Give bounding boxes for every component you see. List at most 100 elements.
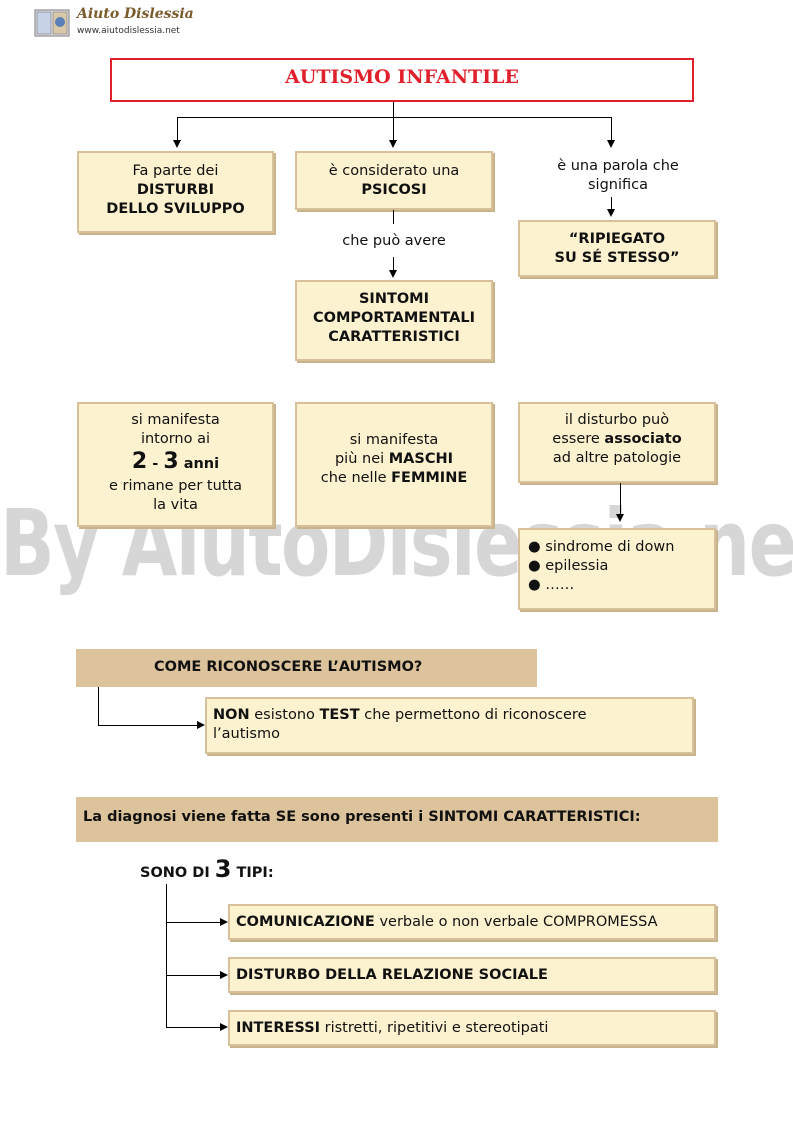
type3-text: ristretti, ripetitivi e stereotipati xyxy=(320,1020,549,1036)
box6-text: che nelle xyxy=(320,470,392,486)
connector xyxy=(393,102,394,142)
box1-line1: Fa parte dei xyxy=(132,163,219,179)
box2-line1: è considerato una xyxy=(328,163,460,179)
box5-num1: 2 xyxy=(131,449,148,474)
section2-header: La diagnosi viene fatta SE sono presenti… xyxy=(76,797,718,842)
box6-line1: si manifesta xyxy=(349,432,439,448)
box3-intro: è una parola che significa xyxy=(520,157,716,195)
type1-bold: COMUNICAZIONE xyxy=(236,914,375,930)
bullet-icon: ● xyxy=(528,539,541,555)
arrow-down-icon xyxy=(607,140,615,148)
box3-line2: SU SÉ STESSO” xyxy=(554,250,680,266)
logo-url: www.aiutodislessia.net xyxy=(77,26,180,36)
connector xyxy=(393,210,394,224)
page-title: AUTISMO INFANTILE xyxy=(285,66,519,88)
section1-line2: l’autismo xyxy=(213,726,280,742)
box7-line1: il disturbo può xyxy=(564,412,670,428)
box7-text: essere xyxy=(552,431,605,447)
section1-header: COME RICONOSCERE L’AUTISMO? xyxy=(76,649,537,687)
box5-line4: e rimane per tutta xyxy=(108,478,243,494)
list-item: ● …… xyxy=(528,576,714,595)
connector xyxy=(166,922,221,923)
box5-line2: intorno ai xyxy=(140,431,211,447)
connector xyxy=(166,884,167,1028)
arrow-down-icon xyxy=(173,140,181,148)
type2-bold: DISTURBO DELLA RELAZIONE SOCIALE xyxy=(236,967,548,983)
arrow-right-icon xyxy=(220,1023,228,1031)
connector xyxy=(166,975,221,976)
section1-line1: NON esistono TEST che permettono di rico… xyxy=(213,706,692,725)
box5-dash: - xyxy=(147,456,164,472)
box4-line3: CARATTERISTICI xyxy=(328,329,460,345)
list-item: ● sindrome di down xyxy=(528,538,714,557)
box7-line2: essere associato xyxy=(520,430,714,449)
box5-anni: anni xyxy=(178,456,220,472)
arrow-down-icon xyxy=(616,514,624,522)
box3-intro-line2: significa xyxy=(588,177,648,193)
title-box xyxy=(110,58,694,102)
box-relazione: DISTURBO DELLA RELAZIONE SOCIALE xyxy=(228,957,716,993)
box-disturbi-sviluppo: Fa parte dei DISTURBI DELLO SVILUPPO xyxy=(77,151,274,233)
connector xyxy=(98,687,99,726)
box7-associato: associato xyxy=(604,431,682,447)
box7-line3: ad altre patologie xyxy=(552,450,682,466)
box6-maschi: MASCHI xyxy=(388,451,454,467)
list-item-text: …… xyxy=(545,577,575,593)
box-ripiegato: “RIPIEGATO SU SÉ STESSO” xyxy=(518,220,716,277)
bullet-icon: ● xyxy=(528,558,541,574)
list-item-text: sindrome di down xyxy=(545,539,675,555)
arrow-down-icon xyxy=(389,270,397,278)
box5-num2: 3 xyxy=(163,449,179,474)
box-comunicazione: COMUNICAZIONE verbale o non verbale COMP… xyxy=(228,904,716,940)
list-item-text: epilessia xyxy=(545,558,609,574)
arrow-down-icon xyxy=(607,209,615,217)
section1-text: che permettono di riconoscere xyxy=(359,707,587,723)
box4-line1: SINTOMI xyxy=(358,291,429,307)
arrow-down-icon xyxy=(389,140,397,148)
box-sintomi: SINTOMI COMPORTAMENTALI CARATTERISTICI xyxy=(295,280,493,361)
box1-line3: DELLO SVILUPPO xyxy=(106,201,245,217)
connector xyxy=(393,257,394,271)
connector xyxy=(98,725,198,726)
connector xyxy=(611,117,612,142)
box5-line5: la vita xyxy=(153,497,198,513)
section1-text: esistono xyxy=(249,707,320,723)
box2-line2: PSICOSI xyxy=(361,182,427,198)
box-maschi: si manifesta più nei MASCHI che nelle FE… xyxy=(295,402,493,527)
logo-name: Aiuto Dislessia xyxy=(77,6,194,22)
section1-test: TEST xyxy=(319,707,360,723)
types-heading: SONO DI 3 TIPI: xyxy=(140,855,274,883)
connector xyxy=(620,483,621,515)
box4-line2: COMPORTAMENTALI xyxy=(313,310,475,326)
box6-line3: che nelle FEMMINE xyxy=(297,469,491,488)
list-item: ● epilessia xyxy=(528,557,714,576)
box6-femmine: FEMMINE xyxy=(391,470,468,486)
arrow-right-icon xyxy=(220,971,228,979)
section1-header-text: COME RICONOSCERE L’AUTISMO? xyxy=(154,659,423,675)
box-test: NON esistono TEST che permettono di rico… xyxy=(205,697,694,754)
link-text: che può avere xyxy=(342,233,446,249)
connector xyxy=(611,197,612,211)
section2-header-text: La diagnosi viene fatta SE sono presenti… xyxy=(83,809,641,825)
box-associato: il disturbo può essere associato ad altr… xyxy=(518,402,716,483)
box6-text: più nei xyxy=(334,451,389,467)
box5-line3: 2 - 3 anni xyxy=(79,449,272,477)
box-psicosi: è considerato una PSICOSI xyxy=(295,151,493,210)
box-patologie: ● sindrome di down ● epilessia ● …… xyxy=(518,528,716,610)
connector xyxy=(166,1027,221,1028)
types-num: 3 xyxy=(214,855,232,883)
box-eta: si manifesta intorno ai 2 - 3 anni e rim… xyxy=(77,402,274,527)
box6-line2: più nei MASCHI xyxy=(297,450,491,469)
book-logo-icon xyxy=(34,9,70,37)
box-interessi: INTERESSI ristretti, ripetitivi e stereo… xyxy=(228,1010,716,1046)
arrow-right-icon xyxy=(220,918,228,926)
box1-line2: DISTURBI xyxy=(136,182,215,198)
connector xyxy=(177,117,178,142)
types-post: TIPI: xyxy=(231,865,274,881)
box3-line1: “RIPIEGATO xyxy=(568,231,666,247)
connector xyxy=(177,117,612,118)
logo: Aiuto Dislessia www.aiutodislessia.net xyxy=(33,6,194,42)
section1-non: NON xyxy=(213,707,250,723)
bullet-icon: ● xyxy=(528,577,541,593)
box3-intro-line1: è una parola che xyxy=(557,158,679,174)
